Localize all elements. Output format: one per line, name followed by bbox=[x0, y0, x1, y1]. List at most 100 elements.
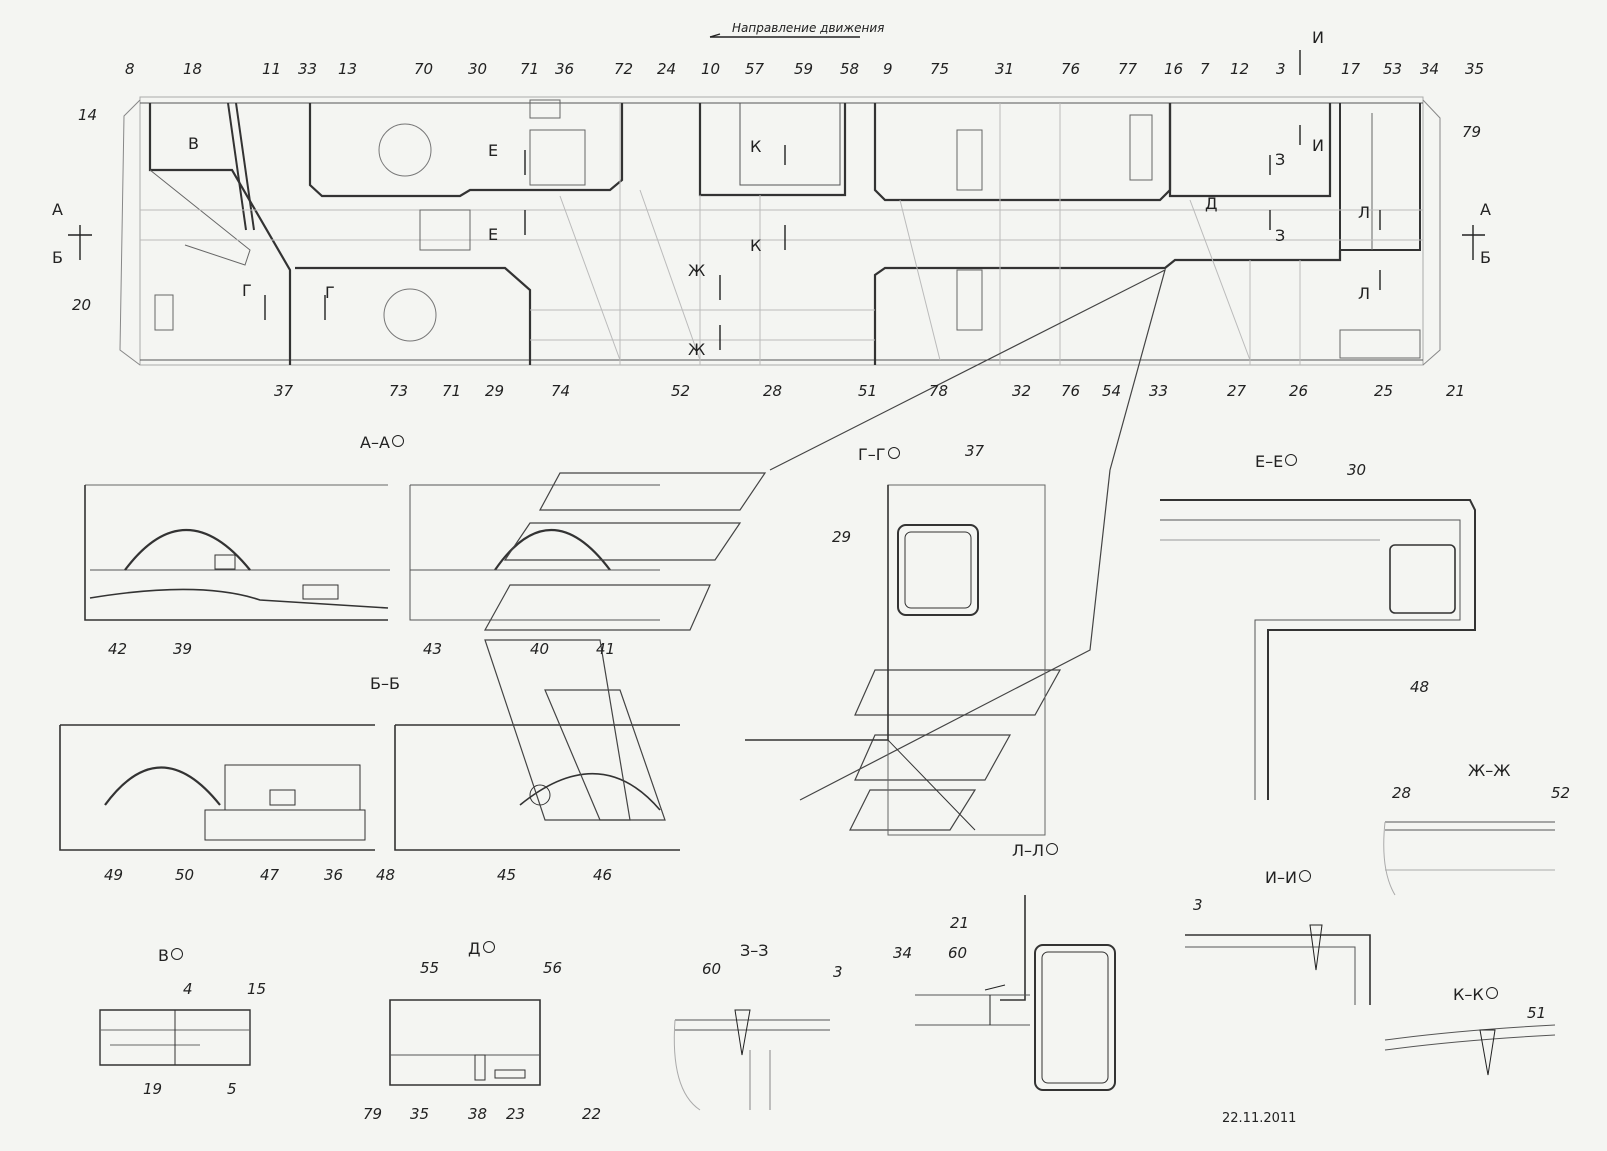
part-number: 49 bbox=[104, 866, 124, 884]
part-number: 20 bbox=[72, 296, 92, 314]
part-number: 3 bbox=[1193, 896, 1203, 914]
part-number: 4 bbox=[183, 980, 193, 998]
part-number: 24 bbox=[657, 60, 677, 78]
cut-letter: В bbox=[188, 134, 199, 153]
section-ee-drawing bbox=[1160, 499, 1476, 800]
cut-letter: З bbox=[1275, 226, 1286, 245]
cut-letter: Б bbox=[1480, 248, 1491, 267]
part-number: 30 bbox=[1347, 461, 1367, 479]
part-number: 48 bbox=[1410, 678, 1430, 696]
part-number: 39 bbox=[173, 640, 193, 658]
part-number: 8 bbox=[125, 60, 135, 78]
part-number: 46 bbox=[593, 866, 613, 884]
part-number: 79 bbox=[363, 1105, 383, 1123]
part-number: 30 bbox=[468, 60, 488, 78]
part-number: 33 bbox=[1149, 382, 1169, 400]
part-number: 5 bbox=[227, 1080, 237, 1098]
section-ll-drawing bbox=[915, 895, 1116, 1091]
section-zz-drawing bbox=[673, 1009, 830, 1111]
part-number: 52 bbox=[1551, 784, 1571, 802]
part-number: 58 bbox=[840, 60, 860, 78]
part-number: 13 bbox=[338, 60, 358, 78]
part-number: 72 bbox=[614, 60, 634, 78]
part-number: 3 bbox=[1276, 60, 1286, 78]
part-number: 60 bbox=[948, 944, 968, 962]
part-number: 74 bbox=[551, 382, 571, 400]
part-number: 53 bbox=[1383, 60, 1403, 78]
part-number: 34 bbox=[1420, 60, 1440, 78]
part-number: 76 bbox=[1061, 382, 1081, 400]
part-number: 29 bbox=[485, 382, 505, 400]
part-number: 50 bbox=[175, 866, 195, 884]
part-number: 59 bbox=[794, 60, 814, 78]
cut-letter: Л bbox=[1358, 203, 1371, 222]
part-number: 71 bbox=[442, 382, 462, 400]
part-number: 55 bbox=[420, 959, 440, 977]
cut-letter: Б bbox=[52, 248, 63, 267]
cut-letter: Л bbox=[1358, 284, 1371, 303]
part-number: 36 bbox=[555, 60, 575, 78]
part-number: 43 bbox=[423, 640, 443, 658]
part-number: 32 bbox=[1012, 382, 1032, 400]
part-number: 36 bbox=[324, 866, 344, 884]
section-kk-title: К–К bbox=[1453, 987, 1498, 1003]
part-number: 76 bbox=[1061, 60, 1081, 78]
part-number: 19 bbox=[143, 1080, 163, 1098]
part-number: 25 bbox=[1374, 382, 1394, 400]
section-gg-title: Г–Г bbox=[858, 447, 900, 463]
cut-letter: А bbox=[52, 200, 63, 219]
section-zz-title: З–З bbox=[740, 941, 769, 960]
part-number: 38 bbox=[468, 1105, 488, 1123]
part-number: 40 bbox=[530, 640, 550, 658]
part-number: 70 bbox=[414, 60, 434, 78]
cut-letter: К bbox=[750, 236, 762, 255]
view-d-drawing bbox=[389, 999, 541, 1086]
section-kk-drawing bbox=[1384, 1024, 1556, 1076]
cut-letter: И bbox=[1312, 136, 1324, 155]
cut-letter: Г bbox=[242, 281, 252, 300]
drawing-date: 22.11.2011 bbox=[1222, 1111, 1297, 1126]
cut-letter: З bbox=[1275, 150, 1286, 169]
part-number: 21 bbox=[1446, 382, 1466, 400]
part-number: 31 bbox=[995, 60, 1015, 78]
part-number: 48 bbox=[376, 866, 396, 884]
part-number: 3 bbox=[833, 963, 843, 981]
part-number: 11 bbox=[262, 60, 282, 78]
part-number: 27 bbox=[1227, 382, 1247, 400]
cut-letter: Е bbox=[488, 141, 499, 160]
cut-letter: Ж bbox=[688, 340, 706, 359]
section-ii-drawing bbox=[1185, 924, 1371, 1005]
part-number: 35 bbox=[410, 1105, 430, 1123]
part-number: 37 bbox=[274, 382, 294, 400]
part-number: 60 bbox=[702, 960, 722, 978]
cut-letter: Е bbox=[488, 225, 499, 244]
part-number: 22 bbox=[582, 1105, 602, 1123]
section-bb-title: Б–Б bbox=[370, 674, 400, 693]
part-number: 71 bbox=[520, 60, 540, 78]
part-number: 56 bbox=[543, 959, 563, 977]
part-number: 75 bbox=[930, 60, 950, 78]
cut-letter: Ж bbox=[688, 261, 706, 280]
part-number: 10 bbox=[701, 60, 721, 78]
part-number: 16 bbox=[1164, 60, 1184, 78]
part-number: 14 bbox=[78, 106, 98, 124]
section-ii-title: И–И bbox=[1265, 870, 1311, 886]
view-v-title: В bbox=[158, 948, 183, 964]
part-number: 26 bbox=[1289, 382, 1309, 400]
part-number: 78 bbox=[929, 382, 949, 400]
part-number: 51 bbox=[1527, 1004, 1547, 1022]
part-number: 12 bbox=[1230, 60, 1250, 78]
section-zhzh-drawing bbox=[1383, 821, 1555, 896]
part-number: 23 bbox=[506, 1105, 526, 1123]
cut-letter: Д bbox=[1205, 194, 1218, 213]
part-number: 37 bbox=[965, 442, 985, 460]
part-number: 45 bbox=[497, 866, 517, 884]
part-number: 29 bbox=[832, 528, 852, 546]
leader-bands bbox=[483, 268, 1166, 831]
part-number: 52 bbox=[671, 382, 691, 400]
part-number: 33 bbox=[298, 60, 318, 78]
section-ll-title: Л–Л bbox=[1012, 843, 1059, 859]
section-ee-title: Е–Е bbox=[1255, 454, 1298, 470]
cut-letter: К bbox=[750, 137, 762, 156]
